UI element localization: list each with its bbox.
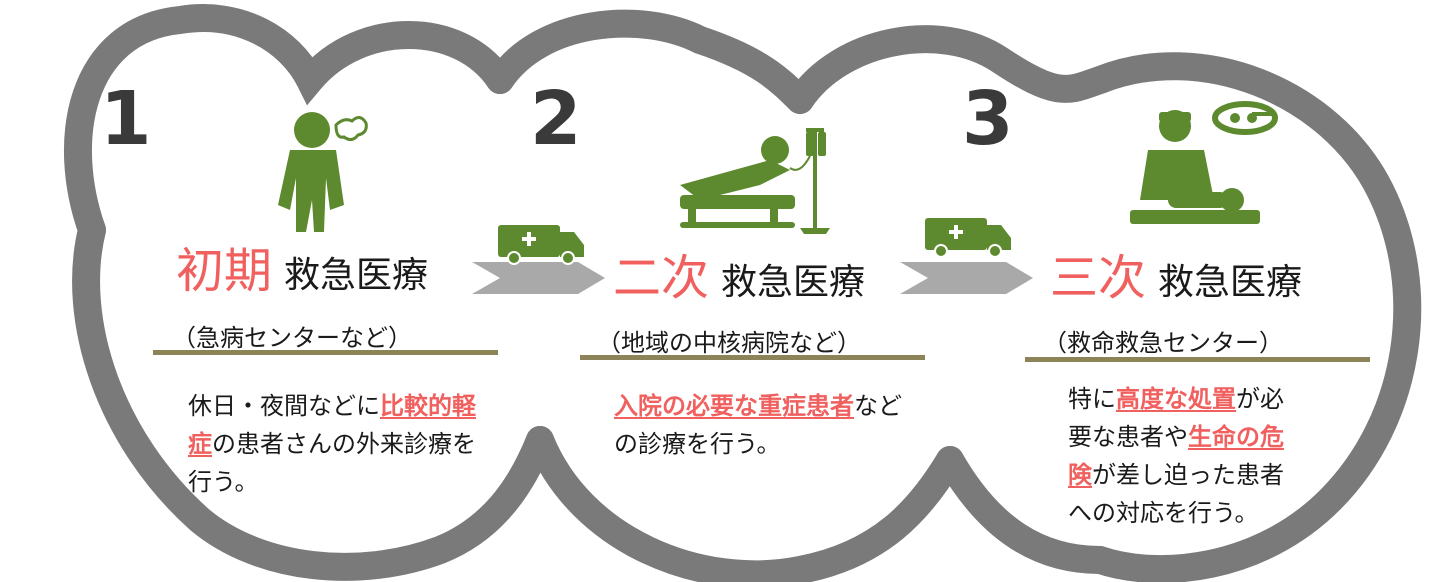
highlighted-phrase: 高度な処置 [1116,385,1236,413]
description-text: 特に [1068,385,1116,413]
divider-rule [153,350,498,355]
stage-subtitle-1: （急病センターなど） [172,324,412,352]
transition-arrow [472,262,1033,294]
person-unwell-icon [278,112,368,232]
description-text: の患者さんの外来診療を行う。 [188,430,476,496]
divider-rule [580,355,925,360]
highlighted-phrase: 生命の危険 [1068,423,1284,489]
ambulance-icon [498,225,584,265]
stage-description-2: 入院の必要な重症患者などの診療を行う。 [614,387,914,463]
hospital-bed-iv-icon [680,128,830,234]
description-text: などの診療を行う。 [614,392,902,458]
stage-title-3: 三次救急医療 [1050,252,1302,305]
surgery-icon [1130,101,1278,224]
stage-title-1: 初期救急医療 [176,245,428,298]
stage-subtitle-3: （救命救急センター） [1043,329,1283,357]
stage-title-rest: 救急医療 [1158,262,1303,303]
stage-number-1: 1 [100,76,152,162]
stage-number-2: 2 [530,76,582,162]
stage-description-1: 休日・夜間などに比較的軽症の患者さんの外来診療を行う。 [188,387,478,501]
stage-title-lead: 二次 [613,250,710,306]
ambulance-icon [925,218,1011,258]
description-text: が差し迫った患者への対応を行う。 [1068,461,1284,527]
stage-title-rest: 救急医療 [284,255,429,296]
stage-description-3: 特に高度な処置が必要な患者や生命の危険が差し迫った患者への対応を行う。 [1068,380,1288,532]
stage-title-lead: 三次 [1050,250,1147,306]
stage-title-lead: 初期 [176,243,273,299]
description-text: が必要な患者や [1068,385,1284,451]
stage-subtitle-2: （地域の中核病院など） [597,329,861,357]
stage-title-rest: 救急医療 [721,262,866,303]
stage-number-3: 3 [962,76,1014,162]
cloud-outline [63,4,1422,582]
stage-title-2: 二次救急医療 [613,252,865,305]
divider-rule [1025,357,1370,362]
highlighted-phrase: 比較的軽症 [188,392,476,458]
highlighted-phrase: 入院の必要な重症患者 [614,392,854,420]
description-text: 休日・夜間などに [188,392,380,420]
